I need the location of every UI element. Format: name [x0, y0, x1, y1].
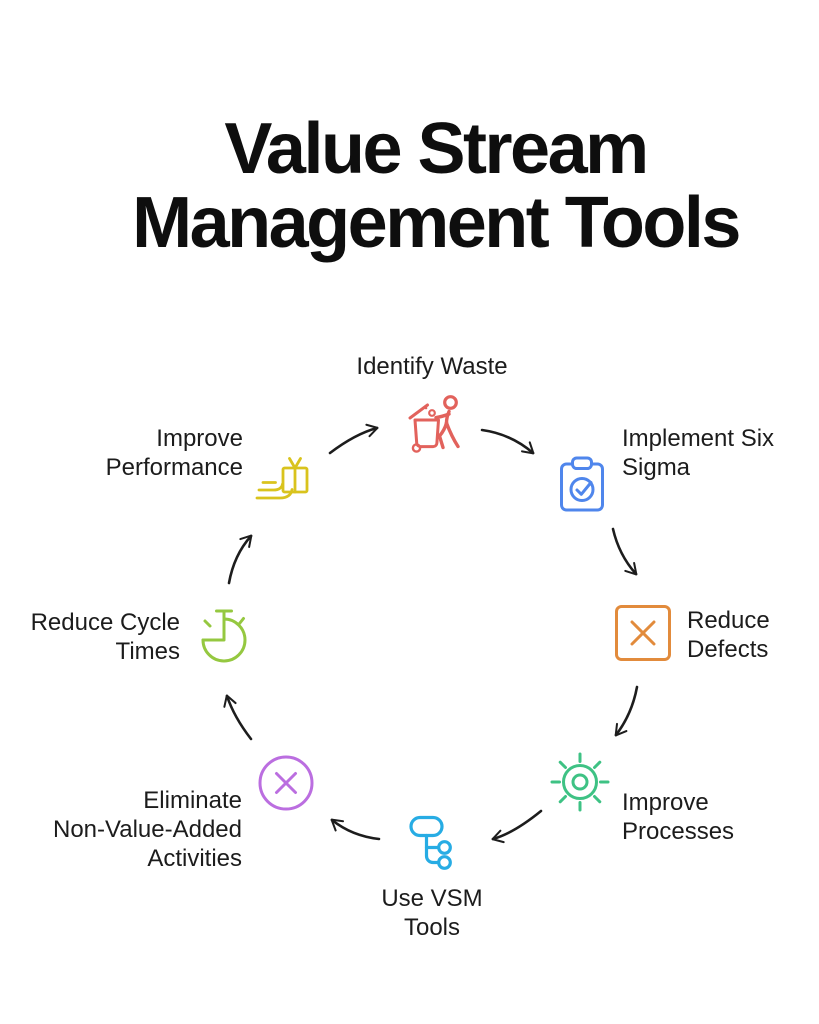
page-title-line1: Value Stream — [224, 109, 649, 189]
node-label-use-vsm-tools: Use VSM Tools — [332, 884, 532, 942]
arrow-improve-processes-to-use-vsm-tools — [491, 809, 543, 844]
label-line: Use VSM — [381, 885, 483, 912]
label-line: Reduce Cycle — [30, 609, 180, 636]
label-line: Identify Waste — [356, 353, 508, 380]
flowchart-icon — [406, 814, 458, 876]
node-label-improve-performance: Improve Performance — [106, 424, 243, 482]
gift-hand-icon — [254, 455, 316, 515]
label-line: Times — [115, 638, 180, 665]
arrow-reduce-defects-to-improve-processes — [614, 685, 639, 737]
page-title: Value Stream Management Tools — [52, 112, 819, 260]
circle-x-icon — [257, 754, 315, 812]
label-line: Tools — [403, 914, 461, 941]
node-label-reduce-defects: Reduce Defects — [687, 606, 770, 664]
node-label-improve-processes: Improve Processes — [622, 788, 734, 846]
label-line: Performance — [105, 454, 243, 481]
node-label-identify-waste: Identify Waste — [312, 352, 552, 381]
node-label-eliminate-non-value-added: Eliminate Non-Value-Added Activities — [53, 786, 242, 873]
trash-disposal-icon — [403, 392, 465, 456]
label-line: Reduce — [687, 607, 770, 634]
arrow-identify-waste-to-implement-six-sigma — [480, 428, 535, 455]
arrow-reduce-cycle-times-to-improve-performance — [227, 534, 253, 585]
arrow-improve-performance-to-identify-waste — [328, 423, 379, 455]
timer-icon — [194, 603, 252, 663]
gear-icon — [550, 752, 610, 812]
label-line: Implement Six — [622, 425, 775, 452]
node-label-implement-six-sigma: Implement Six Sigma — [622, 424, 774, 482]
arrow-use-vsm-tools-to-eliminate — [330, 818, 381, 841]
label-line: Sigma — [622, 454, 691, 481]
node-label-reduce-cycle-times: Reduce Cycle Times — [31, 608, 180, 666]
label-line: Non-Value-Added — [52, 816, 242, 843]
label-line: Defects — [687, 636, 769, 663]
label-line: Processes — [622, 818, 735, 845]
arrow-eliminate-to-reduce-cycle-times — [223, 694, 253, 741]
arrow-implement-six-sigma-to-reduce-defects — [611, 527, 638, 576]
page-title-line2: Management Tools — [132, 183, 741, 263]
label-line: Improve — [622, 789, 709, 816]
label-line: Eliminate — [143, 787, 242, 814]
label-line: Improve — [156, 425, 243, 452]
square-x-icon — [614, 604, 672, 662]
clipboard-check-icon — [558, 455, 606, 515]
label-line: Activities — [147, 845, 242, 872]
